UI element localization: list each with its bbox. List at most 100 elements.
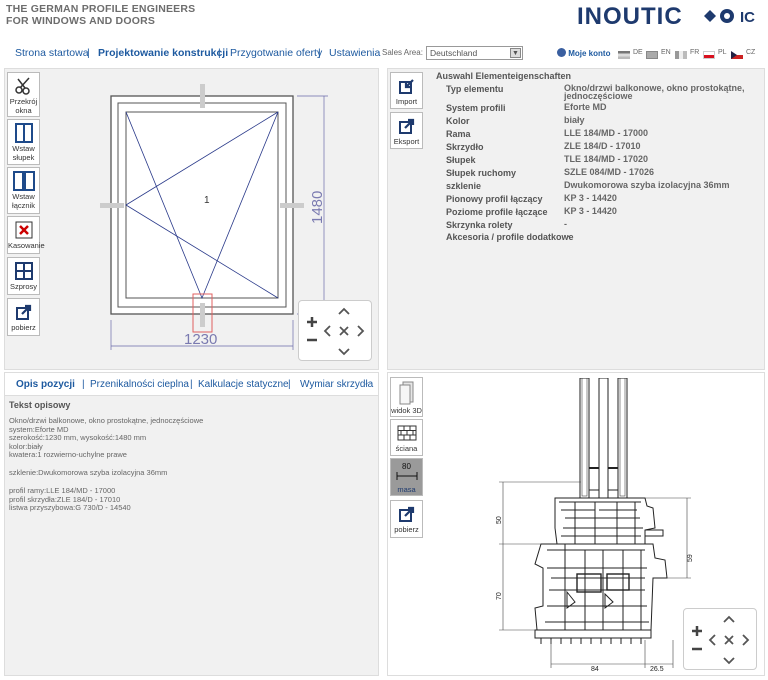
nav-design[interactable]: Projektowanie konstrukcji <box>98 47 229 59</box>
zoom-pan-control[interactable] <box>298 300 372 361</box>
description-text-2: szklenie:Dwukomorowa szyba izolacyjna 36… <box>9 468 168 477</box>
flag-cz-icon[interactable] <box>731 51 743 59</box>
property-key: Typ elementu <box>446 84 504 94</box>
sales-area-select[interactable]: Deutschland ▼ <box>426 46 523 60</box>
sash-number: 1 <box>204 195 210 206</box>
property-key: Akcesoria / profile dodatkowe <box>446 232 574 242</box>
dim-50: 50 <box>496 516 503 524</box>
flag-fr-icon[interactable] <box>675 51 687 59</box>
section-zoom-pan-control[interactable] <box>683 608 757 670</box>
account-link[interactable]: Moje konto <box>557 48 610 58</box>
tool-label: widok 3D <box>391 406 422 415</box>
wall-button[interactable]: ściana <box>390 419 423 456</box>
pan-down-icon[interactable] <box>723 657 735 665</box>
sales-area-value: Deutschland <box>430 48 478 58</box>
tab-description[interactable]: Opis pozycji <box>16 379 75 390</box>
lang-fr[interactable]: FR <box>690 49 700 56</box>
property-key: Poziome profile łączące <box>446 207 548 217</box>
height-dimension: 1480 <box>309 191 326 224</box>
tab-thermal[interactable]: Przenikalności cieplna <box>90 379 189 390</box>
tab-static[interactable]: Kalkulacje statyczne <box>198 379 289 390</box>
pan-down-icon[interactable] <box>338 348 350 356</box>
property-row: Poziome profile łączące KP 3 - 14420 <box>446 207 766 219</box>
export-button[interactable]: Eksport <box>390 112 423 149</box>
flag-de-icon[interactable] <box>618 51 630 59</box>
nav-home[interactable]: Strona startowa <box>15 47 89 59</box>
coupler-icon <box>8 170 39 192</box>
grid-icon <box>8 260 39 282</box>
property-key: Słupek <box>446 155 476 165</box>
lang-en[interactable]: EN <box>661 49 671 56</box>
tool-label: pobierz <box>394 525 419 534</box>
dim-70: 70 <box>496 592 503 600</box>
main-nav: Strona startowa | Projektowanie konstruk… <box>15 47 423 59</box>
window-drawing[interactable]: 1 1480 1230 <box>96 82 336 352</box>
description-panel <box>4 372 379 676</box>
tool-mullion-button[interactable]: Wstaw słupek <box>7 119 40 165</box>
import-icon <box>391 75 422 97</box>
tool-label: pobierz <box>11 323 36 332</box>
properties-title: Auswahl Elementeigenschaften <box>436 71 572 81</box>
property-value: KP 3 - 14420 <box>564 193 617 203</box>
export-icon <box>8 301 39 323</box>
tab-sash-size[interactable]: Wymiar skrzydła <box>300 379 374 390</box>
tool-download-button[interactable]: pobierz <box>7 298 40 336</box>
chevron-down-icon: ▼ <box>510 48 521 58</box>
tool-coupler-button[interactable]: Wstaw łącznik <box>7 167 40 214</box>
pan-left-icon[interactable] <box>708 634 716 646</box>
tool-label: Przekrój okna <box>9 97 38 115</box>
brand-logo: INOUTIC <box>577 3 683 30</box>
property-key: Pionowy profil łączący <box>446 194 543 204</box>
dim-84: 84 <box>591 666 599 673</box>
delete-icon <box>8 219 39 241</box>
property-key: Skrzydło <box>446 142 484 152</box>
description-text-3: profil ramy:LLE 184/MD - 17000 profil sk… <box>9 486 131 512</box>
property-value: Okno/drzwi balkonowe, okno prostokątne, … <box>564 83 745 101</box>
property-row: Typ elementu Okno/drzwi balkonowe, okno p… <box>446 84 766 101</box>
flag-pl-icon[interactable] <box>703 51 715 59</box>
tool-label: Kasowanie <box>8 241 45 250</box>
nav-offer[interactable]: Przygotwanie oferty <box>230 47 323 59</box>
measure-value: 80 <box>402 462 411 471</box>
property-row: Pionowy profil łączący KP 3 - 14420 <box>446 194 766 206</box>
pan-up-icon[interactable] <box>723 615 735 623</box>
lang-de[interactable]: DE <box>633 49 643 56</box>
property-row: Skrzynka rolety- <box>446 220 766 232</box>
profile-section-drawing: 50 70 59 84 26.5 <box>496 378 694 673</box>
tool-section-button[interactable]: Przekrój okna <box>7 72 40 117</box>
section-download-button[interactable]: pobierz <box>390 500 423 538</box>
measure-button[interactable]: 80 masa <box>390 458 423 496</box>
pan-right-icon[interactable] <box>357 325 365 337</box>
tagline-line-2: FOR WINDOWS AND DOORS <box>6 15 156 27</box>
tool-delete-button[interactable]: Kasowanie <box>7 216 45 254</box>
brand-suffix: IC <box>740 9 755 26</box>
import-button[interactable]: Import <box>390 72 423 109</box>
property-key: szklenie <box>446 181 482 191</box>
lang-cz[interactable]: CZ <box>746 49 756 56</box>
flag-en-icon[interactable] <box>646 51 658 59</box>
export-icon <box>391 115 422 137</box>
pan-right-icon[interactable] <box>742 634 750 646</box>
pan-left-icon[interactable] <box>323 325 331 337</box>
property-key: Słupek ruchomy <box>446 168 517 178</box>
lang-pl[interactable]: PL <box>718 49 727 56</box>
property-key: Skrzynka rolety <box>446 220 513 230</box>
tool-label: ściana <box>395 444 418 453</box>
view-3d-button[interactable]: widok 3D <box>390 377 423 417</box>
account-label: Moje konto <box>568 49 611 58</box>
3d-view-icon <box>391 380 422 406</box>
property-key: System profili <box>446 103 506 113</box>
property-value: KP 3 - 14420 <box>564 206 617 216</box>
nav-settings[interactable]: Ustawienia <box>329 47 381 59</box>
tool-label: Import <box>395 97 418 106</box>
pan-up-icon[interactable] <box>338 307 350 315</box>
description-title: Tekst opisowy <box>9 400 71 410</box>
export-icon <box>391 503 422 525</box>
property-value: - <box>567 231 570 241</box>
tool-grid-button[interactable]: Szprosy <box>7 257 40 295</box>
property-value: LLE 184/MD - 17000 <box>564 128 649 138</box>
